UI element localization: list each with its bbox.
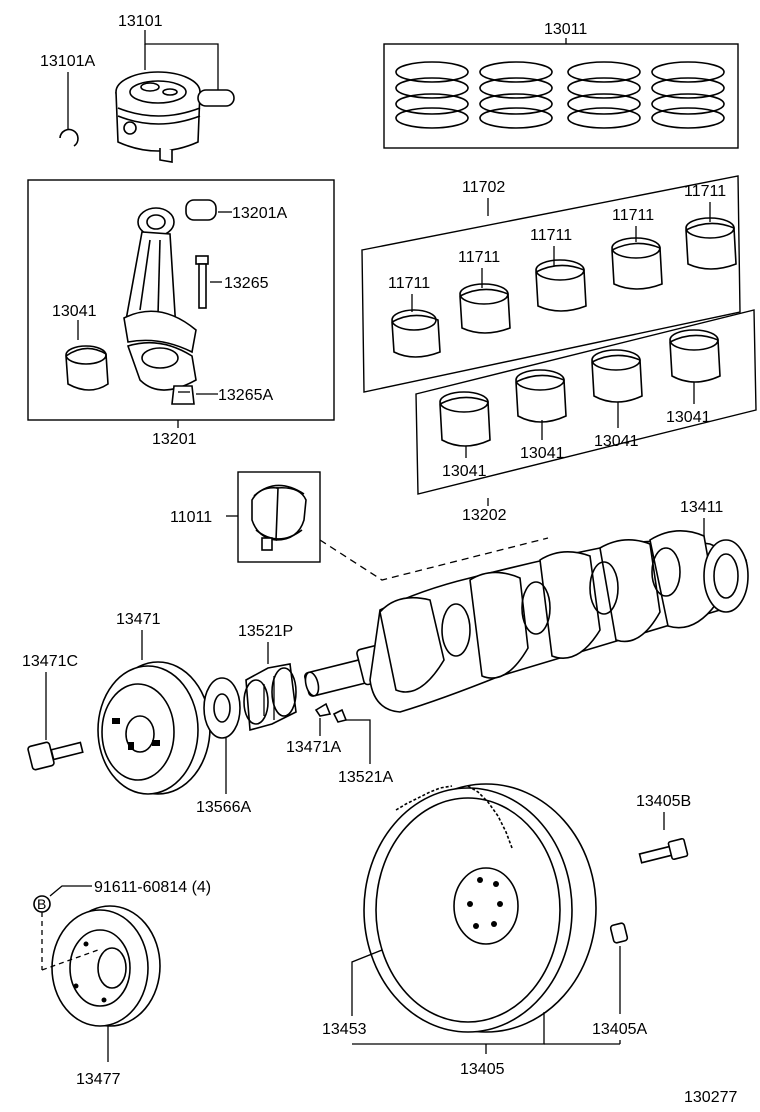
- ref-b-label: B: [37, 896, 46, 912]
- label-13202: 13202: [462, 507, 507, 524]
- thrust-washer-box: [237, 471, 321, 563]
- timing-gear-part: [243, 663, 297, 732]
- label-13471A: 13471A: [286, 739, 341, 756]
- label-13521P: 13521P: [238, 623, 293, 640]
- pulley-bolt-part: [27, 741, 84, 771]
- main-bearing-box: [361, 175, 741, 393]
- label-13411: 13411: [680, 499, 723, 516]
- pulley-part: [97, 661, 211, 795]
- label-11711-1: 11711: [388, 275, 430, 292]
- pulley-group: 13471 13471C 13566A: [22, 611, 393, 816]
- key-a-part: [314, 702, 332, 717]
- label-11711-2: 11711: [458, 249, 500, 266]
- label-11711-5: 11711: [684, 183, 726, 200]
- label-13265: 13265: [224, 275, 269, 292]
- label-13041-1: 13041: [442, 463, 487, 480]
- label-11011: 11011: [170, 509, 212, 526]
- label-13041-4: 13041: [666, 409, 711, 426]
- conrod-box: [27, 179, 335, 421]
- label-13101A: 13101A: [40, 53, 95, 70]
- label-13101: 13101: [118, 13, 163, 30]
- label-13201: 13201: [152, 431, 197, 448]
- damper-group: B 91611-60814 (4) 13477: [33, 879, 211, 1088]
- label-13477: 13477: [76, 1071, 121, 1088]
- rod-bearing-box: [415, 309, 757, 495]
- figure-id: 130277: [684, 1089, 737, 1106]
- flywheel-bolt-part: [638, 837, 689, 864]
- label-13471C: 13471C: [22, 653, 78, 670]
- label-13041-2: 13041: [520, 445, 565, 462]
- piston-group: 13101 13101A: [40, 13, 235, 163]
- damper-part: [51, 905, 161, 1027]
- thrust-washer-part: [251, 484, 307, 551]
- dowel-part: [609, 922, 629, 944]
- label-13405: 13405: [460, 1061, 505, 1078]
- flywheel-group: 13405B 13405A 13453 13405: [322, 783, 691, 1078]
- key-b-part: [332, 708, 348, 723]
- main-bearings-part: [391, 217, 737, 358]
- label-13405A: 13405A: [592, 1021, 647, 1038]
- bolt-note: 91611-60814 (4): [94, 879, 211, 896]
- flywheel-part: [363, 783, 597, 1033]
- label-11711-3: 11711: [530, 227, 572, 244]
- label-13041-3: 13041: [594, 433, 639, 450]
- label-11702: 11702: [462, 179, 505, 196]
- main-bearing-group: 11702 11711 11711 11711 11711 11711: [361, 175, 741, 393]
- label-13521A: 13521A: [338, 769, 393, 786]
- spacer-part: [203, 677, 241, 739]
- piston-rings-part: [395, 61, 725, 129]
- label-13471: 13471: [116, 611, 161, 628]
- rod-bearings-part: [439, 329, 721, 447]
- label-13265A: 13265A: [218, 387, 273, 404]
- label-13405B: 13405B: [636, 793, 691, 810]
- label-13011: 13011: [544, 21, 587, 38]
- ring-set-group: 13011: [383, 21, 739, 149]
- label-13201A: 13201A: [232, 205, 287, 222]
- label-13566A: 13566A: [196, 799, 251, 816]
- conrod-part: [123, 207, 197, 391]
- rod-bearing-group: 13041 13041 13041 13041 13202: [415, 309, 757, 524]
- rod-bearing-left-part: [65, 345, 109, 391]
- bushing-part: [185, 199, 217, 221]
- rod-nut-part: [171, 385, 195, 405]
- piston-clip-part: [59, 128, 79, 147]
- crankshaft-part: [304, 530, 749, 713]
- ring-set-box: [383, 43, 739, 149]
- label-11711-4: 11711: [612, 207, 654, 224]
- label-13041-left: 13041: [52, 303, 97, 320]
- crankshaft-group: 13411: [304, 499, 749, 713]
- piston-part: [115, 71, 235, 163]
- conrod-group: 13201A 13265 13041 13265A 13201: [27, 179, 335, 448]
- label-13453: 13453: [322, 1021, 367, 1038]
- rod-bolt-part: [195, 255, 209, 309]
- thrust-washer-group: 11011: [170, 471, 549, 581]
